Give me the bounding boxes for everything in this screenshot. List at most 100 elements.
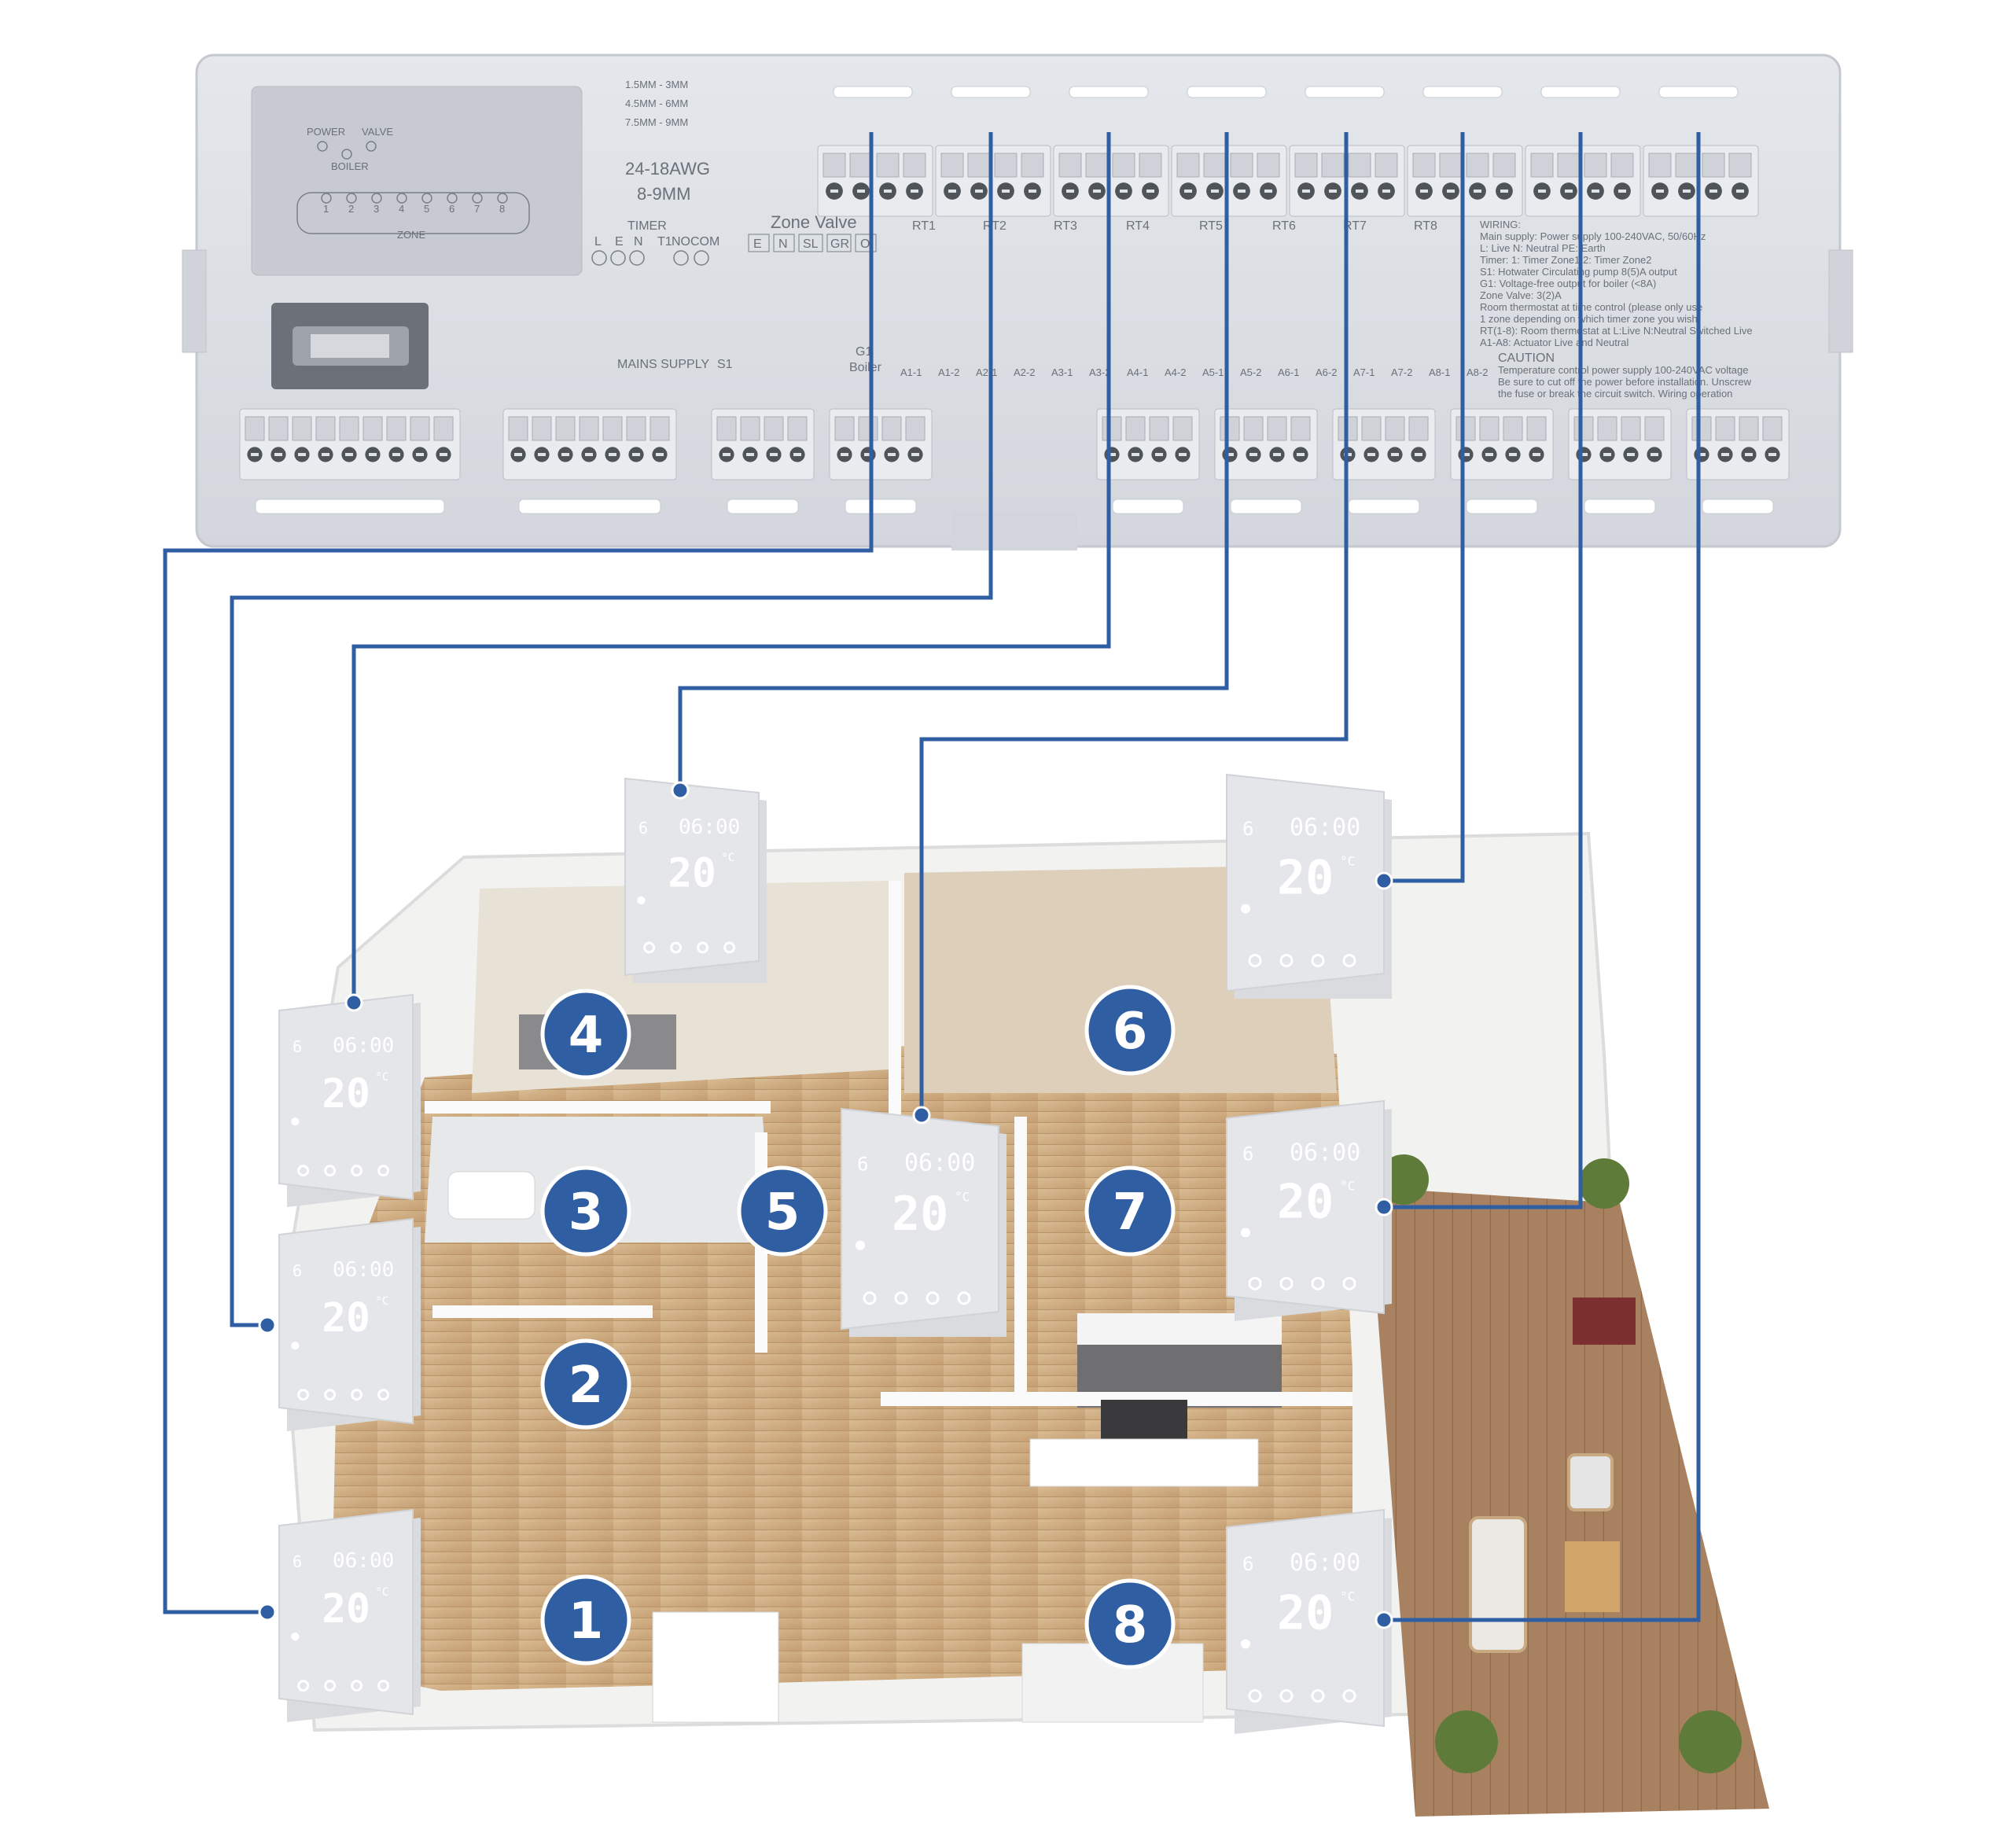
thermostat-mode-digit: 6: [638, 819, 648, 837]
wire-zone-6: [1384, 132, 1465, 883]
terminal-blocks: [239, 86, 1790, 514]
caution-note: Be sure to cut off the power before inst…: [1498, 376, 1752, 388]
zone-valve-term: O: [860, 237, 870, 251]
thermostat-unit: °C: [721, 852, 734, 864]
dining-table: [652, 1611, 779, 1723]
terminal-block: [1686, 408, 1790, 480]
thermostat-button-icon: [1311, 1689, 1325, 1703]
terminal-block: [1096, 408, 1200, 480]
actuator-label: A5-2: [1240, 366, 1261, 378]
wiring-note: Timer: 1: Timer Zone1 2: Timer Zone2: [1480, 254, 1651, 266]
zone-badge-number: 6: [1113, 1003, 1148, 1061]
wire-zone-4: [678, 132, 1229, 790]
thermostat-button-icon: [377, 1165, 390, 1177]
actuator-label: A4-2: [1165, 366, 1186, 378]
thermostat-button-icon: [1279, 1689, 1294, 1703]
zone-led-num: 8: [499, 203, 505, 215]
thermostat-mode-digit: 6: [1242, 1143, 1253, 1165]
wire-slot: [1584, 499, 1656, 514]
thermostat-mode-digit: 6: [1242, 1553, 1253, 1575]
thermostat-temp: 20: [668, 851, 716, 897]
power-led: [317, 141, 328, 152]
wire-slot: [1112, 499, 1184, 514]
actuator-label: A5-1: [1202, 366, 1224, 378]
outdoor-sofa: [1469, 1516, 1527, 1653]
thermostat-mode-digit: 6: [293, 1261, 302, 1280]
wiring-note: Zone Valve: 3(2)A: [1480, 289, 1562, 301]
wire-slot: [1702, 499, 1774, 514]
wall: [432, 1305, 653, 1318]
thermostat-temp: 20: [322, 1586, 370, 1633]
thermostat-button-icon: [351, 1165, 363, 1177]
wire-endpoints: [258, 781, 1393, 1629]
s1-label: S1: [717, 358, 733, 371]
terminal-block: [1053, 145, 1169, 217]
wire-slot: [1305, 86, 1385, 98]
actuator-label: A3-1: [1051, 366, 1073, 378]
wires: [163, 132, 1701, 1622]
thermostat-temp: 20: [892, 1187, 948, 1242]
wiring-note: Room thermostat at time control (please …: [1480, 301, 1702, 313]
wire-slot: [1466, 499, 1538, 514]
thermostat-temp: 20: [1277, 1175, 1334, 1230]
thermostat-button-icon: [723, 941, 736, 954]
thermostat-button-icon: [926, 1291, 940, 1305]
timer-terminals: [591, 250, 709, 266]
rt-label: RT4: [1126, 219, 1150, 233]
zone-led-num: 7: [474, 203, 480, 215]
zone-valve-term: E: [753, 237, 762, 251]
wiring-note: RT(1-8): Room thermostat at L:Live N:Neu…: [1480, 325, 1753, 337]
thermostat-button-icon: [863, 1291, 877, 1305]
wire-slot: [1422, 86, 1503, 98]
actuator-label: A2-1: [976, 366, 997, 378]
zone-badge-6: 6: [1084, 985, 1176, 1076]
zone-badge-1: 1: [540, 1574, 631, 1666]
terminal-block: [239, 408, 461, 480]
thermostat-button-icon: [377, 1680, 390, 1692]
thermostat-button-icon: [351, 1389, 363, 1401]
power-icon: [1241, 1228, 1250, 1238]
plant: [1435, 1710, 1498, 1773]
thermostat-button-icon: [377, 1389, 390, 1401]
thermostat-mode-digit: 6: [857, 1153, 868, 1175]
grill: [1573, 1298, 1636, 1345]
terminal-block: [1643, 145, 1759, 217]
rt-label: RT7: [1343, 219, 1367, 233]
actuator-label: A8-1: [1429, 366, 1450, 378]
valve-led-label: VALVE: [362, 126, 393, 138]
wire-zone-2: [230, 132, 993, 1327]
wire-zone-3: [351, 132, 1111, 1003]
fuse-holder: [271, 303, 429, 389]
zone-badge-number: 4: [569, 1007, 604, 1065]
terminal-block: [1407, 145, 1523, 217]
valve-led: [366, 141, 377, 152]
wire-slot: [255, 499, 445, 514]
power-icon: [291, 1633, 300, 1641]
caution-note: Temperature control power supply 100-240…: [1498, 364, 1748, 376]
wire-slot: [1658, 86, 1739, 98]
timer-term: L: [594, 235, 602, 248]
caution-label: CAUTION: [1498, 352, 1555, 365]
rt-label: RT8: [1414, 219, 1437, 233]
zone-valve-term: N: [778, 237, 788, 251]
bathtub: [447, 1171, 535, 1220]
zone-badge-number: 3: [569, 1184, 604, 1242]
timer-term: T1: [657, 235, 672, 248]
terminal-block: [1568, 408, 1672, 480]
wire-slot: [1230, 499, 1302, 514]
thermostat-button-icon: [1311, 1276, 1325, 1290]
rt-labels: RT1 RT2 RT3 RT4 RT5 RT6 RT7 RT8: [912, 219, 1437, 233]
strip-spec: 1.5MM - 3MM: [625, 79, 688, 90]
terminal-block: [1171, 145, 1287, 217]
thermostat-time: 06:00: [1290, 1139, 1360, 1167]
thermostat-mode-digit: 6: [293, 1552, 302, 1571]
thermostat-temp: 20: [322, 1071, 370, 1117]
zone-badge-number: 1: [569, 1592, 604, 1651]
zone-valve-terminals: [748, 234, 877, 252]
tv-cabinet: [1029, 1438, 1259, 1487]
